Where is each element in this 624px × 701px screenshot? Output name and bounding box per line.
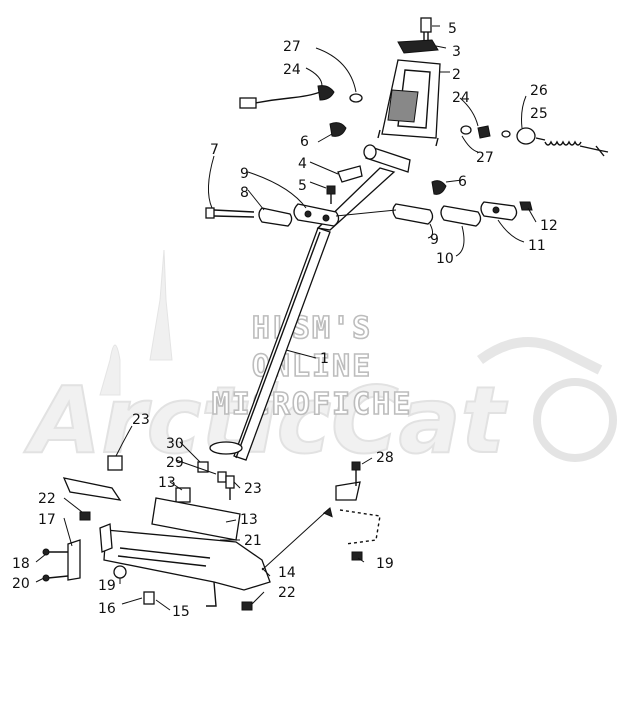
callout-36: 19 xyxy=(376,556,394,572)
part-clip xyxy=(326,165,363,204)
callout-17: 12 xyxy=(540,218,558,234)
brand-watermark: ArcticCat xyxy=(23,249,617,475)
callout-16: 8 xyxy=(240,185,249,201)
callout-19: 10 xyxy=(436,251,454,267)
callout-25: 29 xyxy=(166,455,184,471)
part-throttle-spring xyxy=(516,127,609,157)
text-watermark: HLSM'S ONLINE MICROFICHE xyxy=(211,310,413,423)
callout-14: 5 xyxy=(298,178,307,194)
part-clamp-top xyxy=(397,39,439,54)
linkage-connector-line xyxy=(335,209,397,217)
part-tie-rod-link-right xyxy=(392,201,533,227)
callout-29: 17 xyxy=(38,512,56,528)
callout-28: 22 xyxy=(38,491,56,507)
callout-11: 4 xyxy=(298,156,307,172)
callout-3: 27 xyxy=(283,39,301,55)
callout-23: 23 xyxy=(132,412,150,428)
callout-15: 6 xyxy=(458,174,467,190)
part-right-bracket-hardware xyxy=(261,461,381,571)
callout-35: 20 xyxy=(12,576,30,592)
callout-6: 26 xyxy=(530,83,548,99)
callout-39: 22 xyxy=(278,585,296,601)
part-steering-post-top xyxy=(329,122,447,195)
part-left-hardware xyxy=(42,455,253,611)
callout-1: 5 xyxy=(448,21,457,37)
callout-4: 2 xyxy=(452,67,461,83)
callout-33: 18 xyxy=(12,556,30,572)
callout-13: 9 xyxy=(240,166,249,182)
callout-labels: 5 3 27 2 24 26 25 24 27 6 4 7 9 5 6 8 12… xyxy=(12,21,558,620)
callout-20: 11 xyxy=(528,238,546,254)
callout-9: 27 xyxy=(476,150,494,166)
callout-38: 15 xyxy=(172,604,190,620)
callout-2: 3 xyxy=(452,44,461,60)
callout-12: 7 xyxy=(210,142,219,158)
part-tie-rod-link-left xyxy=(258,203,340,227)
callout-8: 24 xyxy=(452,90,470,106)
callout-22: 28 xyxy=(376,450,394,466)
callout-10: 6 xyxy=(300,134,309,150)
callout-30: 13 xyxy=(240,512,258,528)
watermark-line-3: MICROFICHE xyxy=(212,387,413,422)
callout-26: 13 xyxy=(158,475,176,491)
part-o-rings xyxy=(349,93,511,139)
part-cable-left xyxy=(239,85,335,109)
part-linkage-bolt xyxy=(205,207,255,219)
callout-37: 16 xyxy=(98,601,116,617)
callout-34: 19 xyxy=(98,578,116,594)
callout-32: 14 xyxy=(278,565,296,581)
leader-lines xyxy=(35,25,537,611)
brand-watermark-text: ArcticCat xyxy=(24,367,508,474)
callout-7: 25 xyxy=(530,106,548,122)
callout-18: 9 xyxy=(430,232,439,248)
watermark-line-1: HLSM'S xyxy=(252,311,372,346)
part-handle-bracket xyxy=(377,59,441,147)
callout-31: 21 xyxy=(244,533,262,549)
callout-21: 1 xyxy=(320,351,329,367)
callout-5: 24 xyxy=(283,62,301,78)
callout-27: 23 xyxy=(244,481,262,497)
callout-24: 30 xyxy=(166,436,184,452)
